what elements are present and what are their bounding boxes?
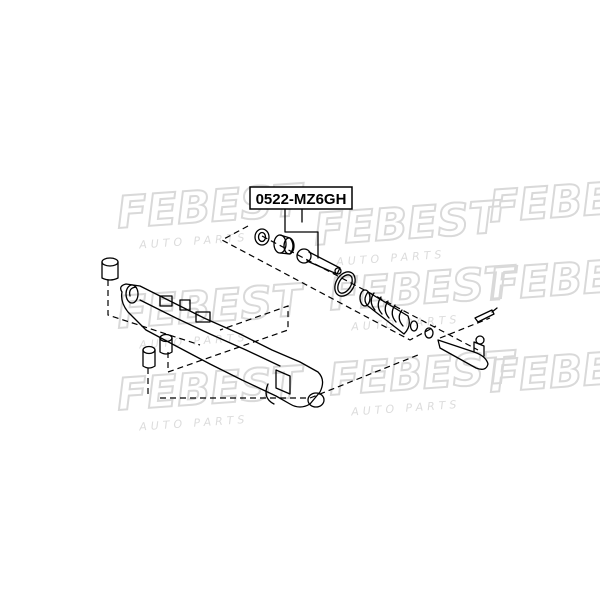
part-number-callout: 0522-MZ6GH (249, 186, 353, 259)
steering-rack-housing (120, 283, 325, 408)
guide-line-lower-frame (160, 354, 419, 399)
watermark-brand-text: FEBEST (487, 169, 600, 233)
rack-boot-bellows (359, 289, 410, 335)
part-number-label: 0522-MZ6GH (256, 191, 347, 208)
guide-line-tie-end (439, 317, 491, 339)
callout-leader-line (284, 208, 319, 259)
outer-tie-rod-end (437, 335, 489, 370)
guide-line-bushing-left (107, 280, 201, 346)
watermark-layer: FEBEST AUTO PARTS FEBEST AUTO PARTS FEBE… (114, 168, 600, 434)
o-ring (334, 271, 356, 297)
mount-bushing (101, 257, 119, 281)
watermark-brand-text: FEBEST (115, 275, 306, 339)
watermark-brand-text: FEBEST (487, 247, 600, 311)
inner-tie-rod (296, 248, 342, 275)
cotter-pin (474, 307, 498, 323)
washer-ring (254, 228, 270, 246)
guide-line-bushing-box (167, 305, 289, 373)
watermark-bottom-left: FEBEST AUTO PARTS (114, 356, 307, 434)
watermark-top-right: FEBEST (486, 168, 600, 234)
lock-nut (273, 234, 295, 255)
watermark-far-right: FEBEST (486, 246, 600, 312)
callout-box (249, 186, 353, 210)
guide-line-upper-frame (220, 225, 437, 341)
boot-clamp (409, 320, 434, 339)
watermark-mid-left: FEBEST AUTO PARTS (114, 274, 307, 352)
mount-bushing (142, 345, 156, 369)
